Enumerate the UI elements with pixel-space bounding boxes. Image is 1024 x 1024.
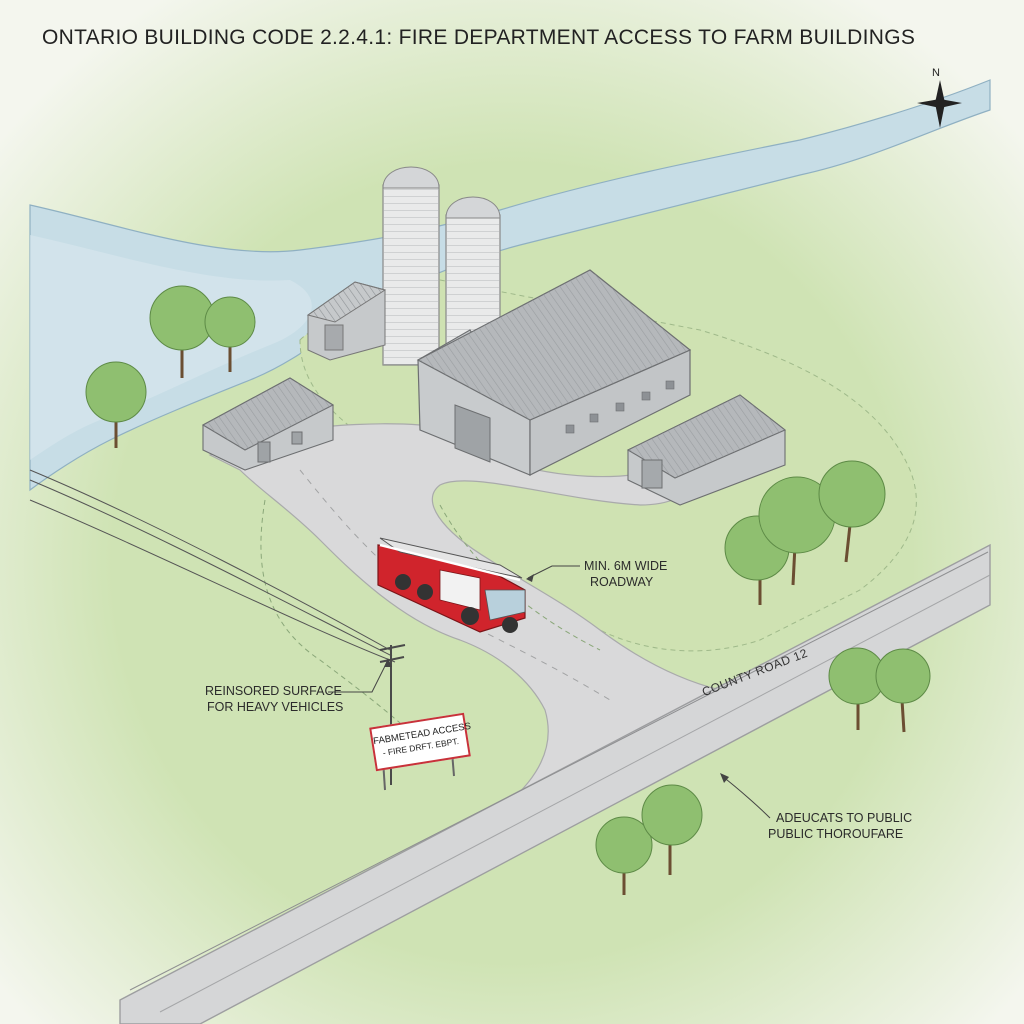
tree	[875, 648, 931, 733]
shed-back	[306, 281, 387, 361]
tree	[758, 476, 836, 586]
tree	[85, 361, 147, 448]
tree	[204, 296, 256, 372]
callout-roadway-width-line1: MIN. 6M WIDE	[584, 559, 668, 573]
county-road	[119, 543, 991, 1024]
callout-public-access-line2: PUBLIC THOROUFARE	[768, 827, 904, 841]
callout-roadway-width-line2: ROADWAY	[590, 575, 654, 589]
tree	[641, 784, 703, 875]
callout-public-access-line1: ADEUCATS TO PUBLIC	[776, 811, 913, 825]
callout-surface-line1: REINSORED SURFACE	[205, 684, 342, 698]
shed-right	[626, 394, 787, 506]
arrowhead	[720, 773, 729, 783]
county-road-centerline	[159, 574, 991, 1013]
tree	[595, 816, 653, 895]
compass-rose-icon	[917, 80, 962, 128]
main-barn	[416, 269, 692, 476]
silo-left	[382, 166, 440, 366]
tree	[818, 460, 886, 563]
road-edge-line	[129, 551, 989, 991]
callout-surface: REINSORED SURFACE FOR HEAVY VEHICLES	[205, 683, 343, 715]
callout-surface-line2: FOR HEAVY VEHICLES	[207, 700, 344, 714]
diagram-title: ONTARIO BUILDING CODE 2.2.4.1: FIRE DEPA…	[42, 26, 916, 49]
arrowhead	[384, 658, 392, 667]
callout-public-access: ADEUCATS TO PUBLIC PUBLIC THOROUFARE	[768, 810, 912, 842]
callout-roadway-width: MIN. 6M WIDE ROADWAY	[584, 558, 667, 590]
compass-north-label: N	[932, 67, 940, 79]
arrowhead	[526, 574, 534, 582]
fire-truck	[377, 537, 526, 633]
shed-left	[201, 377, 335, 471]
power-lines	[29, 469, 396, 663]
